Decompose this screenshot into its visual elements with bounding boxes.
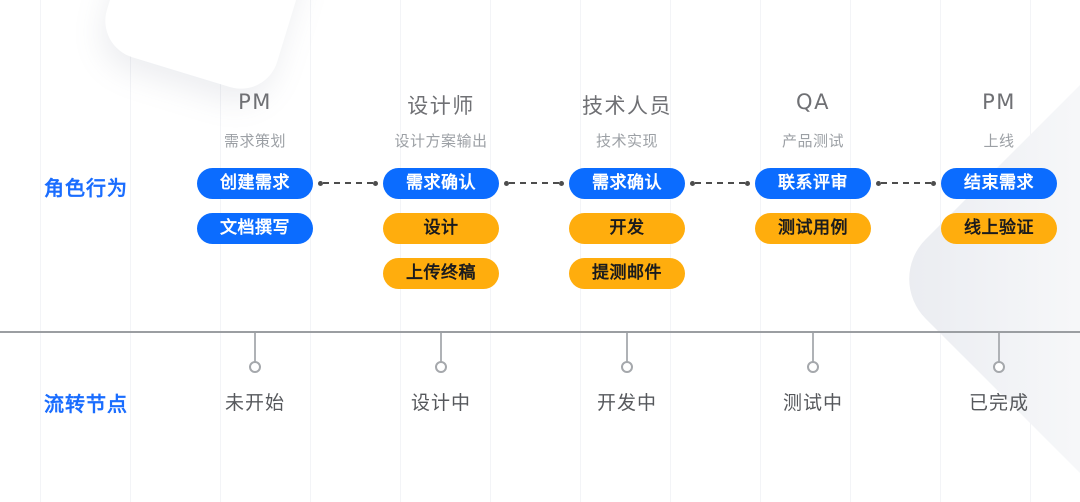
action-chip[interactable]: 需求确认 (383, 168, 499, 199)
action-chip[interactable]: 文档撰写 (197, 213, 313, 244)
role-column: PM 需求策划 创建需求文档撰写 未开始 (162, 0, 348, 502)
role-subtitle: 设计方案输出 (394, 132, 488, 150)
role-title: PM (238, 90, 272, 114)
timeline-node-circle (249, 361, 261, 373)
role-actions: 需求确认设计上传终稿 (348, 168, 534, 289)
timeline-line (0, 331, 1080, 333)
timeline-stem (440, 333, 442, 362)
role-column: PM 上线 结束需求线上验证 已完成 (906, 0, 1080, 502)
action-chip[interactable]: 上传终稿 (383, 258, 499, 289)
action-chip[interactable]: 设计 (383, 213, 499, 244)
action-chip[interactable]: 联系评审 (755, 168, 871, 199)
nodes-section-label: 流转节点 (44, 392, 128, 416)
action-chip[interactable]: 需求确认 (569, 168, 685, 199)
flow-connector (504, 181, 564, 186)
action-chip[interactable]: 测试用例 (755, 213, 871, 244)
role-title: QA (796, 90, 830, 114)
flow-connector (318, 181, 378, 186)
action-chip[interactable]: 创建需求 (197, 168, 313, 199)
action-chip[interactable]: 线上验证 (941, 213, 1057, 244)
role-actions: 结束需求线上验证 (906, 168, 1080, 244)
action-chip[interactable]: 提测邮件 (569, 258, 685, 289)
flow-connector-dash (881, 182, 931, 184)
timeline-node-label: 测试中 (782, 392, 843, 414)
role-title: PM (982, 90, 1016, 114)
timeline-node-label: 已完成 (968, 392, 1029, 414)
role-column: 技术人员 技术实现 需求确认开发提测邮件 开发中 (534, 0, 720, 502)
role-title: 技术人员 (582, 94, 672, 118)
role-actions: 创建需求文档撰写 (162, 168, 348, 244)
flow-connector (876, 181, 936, 186)
role-subtitle: 产品测试 (781, 132, 844, 150)
role-actions: 需求确认开发提测邮件 (534, 168, 720, 289)
timeline-stem (626, 333, 628, 362)
role-column: 设计师 设计方案输出 需求确认设计上传终稿 设计中 (348, 0, 534, 502)
role-subtitle: 技术实现 (595, 132, 658, 150)
timeline-node-circle (435, 361, 447, 373)
timeline-node-circle (621, 361, 633, 373)
role-subtitle: 需求策划 (223, 132, 286, 150)
flow-connector-dash (509, 182, 559, 184)
role-actions: 联系评审测试用例 (720, 168, 906, 244)
timeline-stem (812, 333, 814, 362)
timeline-node-label: 设计中 (410, 392, 471, 414)
action-chip[interactable]: 开发 (569, 213, 685, 244)
role-column: QA 产品测试 联系评审测试用例 测试中 (720, 0, 906, 502)
flow-connector-dash (695, 182, 745, 184)
timeline-node-label: 未开始 (224, 392, 285, 414)
timeline-node-label: 开发中 (596, 392, 657, 414)
timeline-stem (254, 333, 256, 362)
timeline-node-circle (993, 361, 1005, 373)
flow-connector (690, 181, 750, 186)
role-subtitle: 上线 (983, 132, 1015, 150)
flow-connector-dash (323, 182, 373, 184)
role-title: 设计师 (407, 94, 475, 118)
timeline-node-circle (807, 361, 819, 373)
timeline-stem (998, 333, 1000, 362)
roles-section-label: 角色行为 (44, 176, 128, 200)
action-chip[interactable]: 结束需求 (941, 168, 1057, 199)
